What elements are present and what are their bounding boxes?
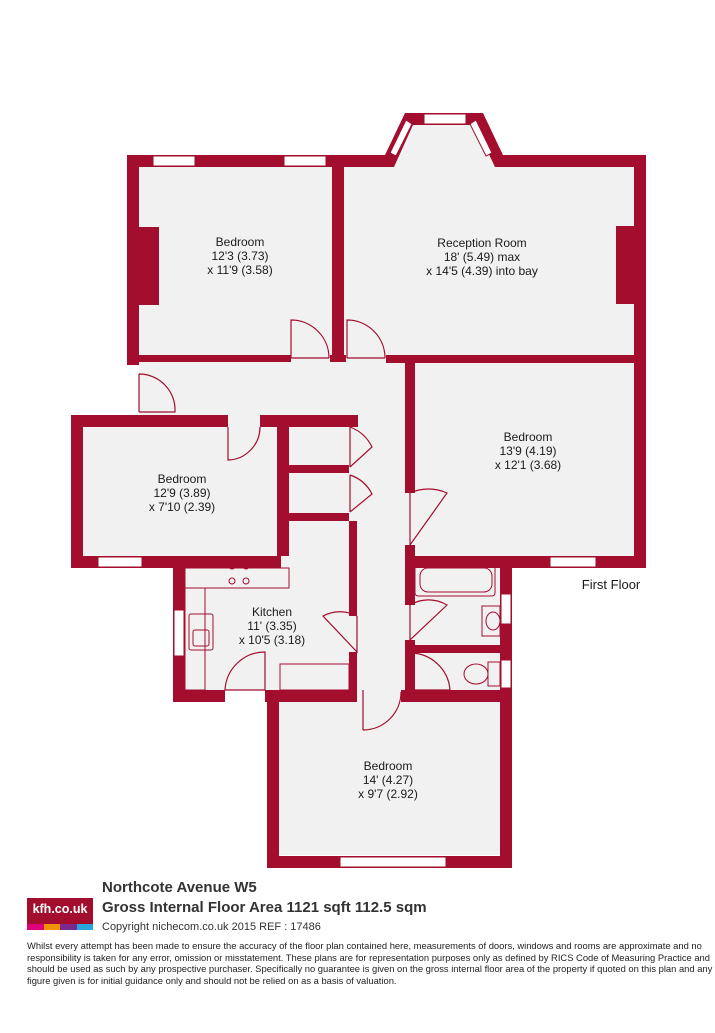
hob-ring bbox=[228, 577, 236, 585]
doors bbox=[138, 319, 451, 731]
room-dims: 18' (5.49) max bbox=[444, 250, 520, 264]
kitchen-worktop bbox=[184, 567, 290, 589]
logo-stripe bbox=[76, 924, 93, 930]
room-dims: x 12'1 (3.68) bbox=[495, 458, 561, 472]
room-dims: 14' (4.27) bbox=[363, 773, 413, 787]
copyright-text: Copyright nichecom.co.uk 2015 REF : 1748… bbox=[102, 921, 321, 933]
top-wall bbox=[127, 113, 646, 167]
floor-area bbox=[83, 125, 634, 855]
bath bbox=[414, 563, 496, 597]
windows bbox=[97, 113, 597, 868]
floor-label: First Floor bbox=[582, 577, 641, 592]
room-dims: x 10'5 (3.18) bbox=[239, 633, 305, 647]
logo-stripe bbox=[43, 924, 60, 930]
toilet-cistern bbox=[487, 661, 501, 687]
room-name: Kitchen bbox=[252, 605, 292, 619]
kitchen-worktop-bottom bbox=[279, 663, 350, 691]
kitchen-worktop-left bbox=[184, 587, 206, 691]
logo-text: kfh.co.uk bbox=[32, 902, 88, 916]
room-dims: 12'9 (3.89) bbox=[154, 486, 211, 500]
room-dims: x 11'9 (3.58) bbox=[207, 263, 272, 277]
room-name: Bedroom bbox=[158, 472, 207, 486]
logo-stripe bbox=[60, 924, 77, 930]
hob-ring bbox=[242, 562, 250, 570]
sink bbox=[188, 613, 214, 651]
disclaimer-text: Whilst every attempt has been made to en… bbox=[27, 940, 713, 987]
room-name: Reception Room bbox=[437, 236, 526, 250]
room-dims: 12'3 (3.73) bbox=[212, 249, 269, 263]
floor-plan: Bedroom 12'3 (3.73) x 11'9 (3.58) Recept… bbox=[71, 113, 646, 868]
logo-stripe bbox=[27, 924, 44, 930]
room-dims: 11' (3.35) bbox=[247, 619, 296, 633]
room-dims: x 7'10 (2.39) bbox=[149, 500, 215, 514]
property-address: Northcote Avenue W5 bbox=[102, 879, 257, 896]
room-dims: 13'9 (4.19) bbox=[500, 444, 557, 458]
hob-ring bbox=[242, 577, 250, 585]
room-labels: Bedroom 12'3 (3.73) x 11'9 (3.58) Recept… bbox=[149, 235, 641, 801]
hob-ring bbox=[228, 562, 236, 570]
room-dims: x 14'5 (4.39) into bay bbox=[426, 264, 538, 278]
room-name: Bedroom bbox=[504, 430, 553, 444]
room-name: Bedroom bbox=[364, 759, 413, 773]
room-name: Bedroom bbox=[216, 235, 265, 249]
fixtures bbox=[184, 562, 501, 691]
floor-area-text: Gross Internal Floor Area 1121 sqft 112.… bbox=[102, 899, 427, 916]
basin bbox=[485, 611, 501, 631]
bath-inner bbox=[419, 567, 493, 593]
sink-bowl bbox=[192, 629, 210, 647]
room-dims: x 9'7 (2.92) bbox=[358, 787, 418, 801]
kfh-logo: kfh.co.uk bbox=[27, 898, 93, 930]
